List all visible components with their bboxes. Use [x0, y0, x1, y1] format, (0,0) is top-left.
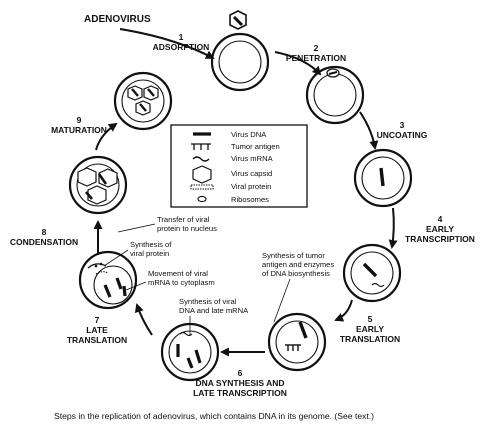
legend-item-viral-protein: Viral protein	[190, 182, 271, 191]
arrow-2-to-3	[359, 111, 379, 150]
svg-text:DNA SYNTHESIS AND: DNA SYNTHESIS AND	[195, 378, 284, 388]
cell-uncoating	[353, 148, 413, 208]
svg-text:DNA and late mRNA: DNA and late mRNA	[179, 306, 249, 315]
svg-text:9: 9	[77, 115, 82, 125]
svg-text:7: 7	[95, 315, 100, 325]
svg-text:TRANSLATION: TRANSLATION	[67, 335, 127, 345]
svg-text:4: 4	[438, 214, 443, 224]
svg-text:ADSORPTION: ADSORPTION	[153, 42, 210, 52]
svg-text:viral protein: viral protein	[130, 249, 169, 258]
cell-maturation	[113, 71, 173, 131]
svg-text:1: 1	[179, 32, 184, 42]
legend-item-virus-dna: Virus DNA	[193, 130, 267, 139]
cell-early-transcription	[342, 243, 402, 303]
svg-text:EARLY: EARLY	[426, 224, 454, 234]
step-9-label: 9 MATURATION	[51, 115, 107, 135]
dna-icons	[176, 344, 202, 369]
cell-adsorption	[210, 10, 270, 92]
svg-text:Transfer of viral: Transfer of viral	[157, 215, 210, 224]
step-3-label: 3 UNCOATING	[377, 120, 428, 140]
viral-protein-icon	[190, 184, 214, 190]
svg-text:Synthesis of tumor: Synthesis of tumor	[262, 251, 325, 260]
step-4-label: 4 EARLY TRANSCRIPTION	[405, 214, 475, 244]
svg-text:8: 8	[42, 227, 47, 237]
svg-text:6: 6	[238, 368, 243, 378]
svg-text:of DNA biosynthesis: of DNA biosynthesis	[262, 269, 330, 278]
svg-text:protein to nucleus: protein to nucleus	[157, 224, 217, 233]
step-1-label: 1 ADSORPTION	[153, 32, 210, 52]
adenovirus-title: ADENOVIRUS	[84, 14, 151, 25]
legend-label: Virus DNA	[231, 130, 267, 139]
svg-text:TRANSCRIPTION: TRANSCRIPTION	[405, 234, 475, 244]
step-7-label: 7 LATE TRANSLATION	[67, 315, 127, 345]
dna-icon	[362, 262, 378, 278]
note-synthesis-viral-protein: Synthesis of viral protein	[103, 240, 172, 267]
svg-text:5: 5	[368, 314, 373, 324]
legend-label: Viral protein	[231, 182, 271, 191]
cell-late-translation	[78, 250, 138, 310]
step-8-label: 8 CONDENSATION	[10, 227, 78, 247]
svg-text:Synthesis of: Synthesis of	[130, 240, 172, 249]
arrow-4-to-5	[334, 299, 353, 322]
svg-text:Movement of viral: Movement of viral	[148, 269, 208, 278]
svg-text:TRANSLATION: TRANSLATION	[340, 334, 400, 344]
virion-icon	[229, 10, 247, 30]
step-5-label: 5 EARLY TRANSLATION	[340, 314, 400, 344]
cell-early-translation	[267, 312, 327, 372]
legend-label: Tumor antigen	[231, 142, 280, 151]
virus-mrna-icon	[192, 156, 210, 162]
legend-label: Virus capsid	[231, 169, 272, 178]
note-synthesis-dna: Synthesis of viral DNA and late mRNA	[179, 297, 249, 336]
dna-icons	[103, 277, 127, 298]
note-movement-mrna: Movement of viral mRNA to cytoplasm	[125, 269, 215, 291]
arrow-3-to-4	[388, 207, 398, 249]
tumor-antigen-icon	[285, 344, 301, 351]
arrow-1-to-2	[274, 51, 322, 76]
svg-text:PENETRATION: PENETRATION	[286, 53, 346, 63]
cell-dna-synthesis	[160, 322, 220, 382]
entering-virion-icon	[326, 68, 340, 78]
dna-icon	[298, 321, 308, 339]
tumor-antigen-icon	[191, 143, 211, 150]
svg-text:EARLY: EARLY	[356, 324, 384, 334]
legend-label: Ribosomes	[231, 195, 269, 204]
svg-text:3: 3	[400, 120, 405, 130]
legend-item-tumor-antigen: Tumor antigen	[191, 142, 280, 151]
svg-text:MATURATION: MATURATION	[51, 125, 107, 135]
cell-condensation	[68, 155, 128, 215]
legend-item-ribosomes: Ribosomes	[197, 195, 269, 204]
legend-item-virus-capsid: Virus capsid	[192, 165, 272, 184]
svg-text:UNCOATING: UNCOATING	[377, 130, 428, 140]
legend: Virus DNA Tumor antigen Virus mRNA Virus…	[170, 124, 308, 208]
svg-text:Synthesis of viral: Synthesis of viral	[179, 297, 237, 306]
step-labels: 1 ADSORPTION 2 PENETRATION 3 UNCOATING 4…	[10, 32, 475, 398]
cell-penetration	[305, 65, 365, 125]
legend-label: Virus mRNA	[231, 154, 274, 163]
cycle-arrows	[93, 51, 398, 357]
ribosome-icon	[197, 195, 207, 203]
virus-capsid-icon	[192, 165, 212, 184]
mrna-icon	[371, 282, 385, 288]
svg-text:LATE: LATE	[86, 325, 108, 335]
figure-caption: Steps in the replication of adenovirus, …	[54, 411, 374, 421]
svg-text:2: 2	[314, 43, 319, 53]
arrow-8-to-9	[95, 122, 118, 151]
legend-item-virus-mrna: Virus mRNA	[192, 154, 274, 163]
svg-text:LATE TRANSCRIPTION: LATE TRANSCRIPTION	[193, 388, 287, 398]
step-2-label: 2 PENETRATION	[286, 43, 346, 63]
svg-text:CONDENSATION: CONDENSATION	[10, 237, 78, 247]
svg-text:antigen and enzymes: antigen and enzymes	[262, 260, 334, 269]
note-synthesis-tumor-antigen: Synthesis of tumor antigen and enzymes o…	[262, 251, 334, 323]
note-transfer: Transfer of viral protein to nucleus	[117, 215, 217, 233]
dna-icon	[379, 167, 385, 187]
entry-arrow	[119, 28, 215, 59]
arrow-6-to-7	[134, 303, 153, 336]
svg-text:mRNA to cytoplasm: mRNA to cytoplasm	[148, 278, 215, 287]
step-6-label: 6 DNA SYNTHESIS AND LATE TRANSCRIPTION	[193, 368, 287, 398]
